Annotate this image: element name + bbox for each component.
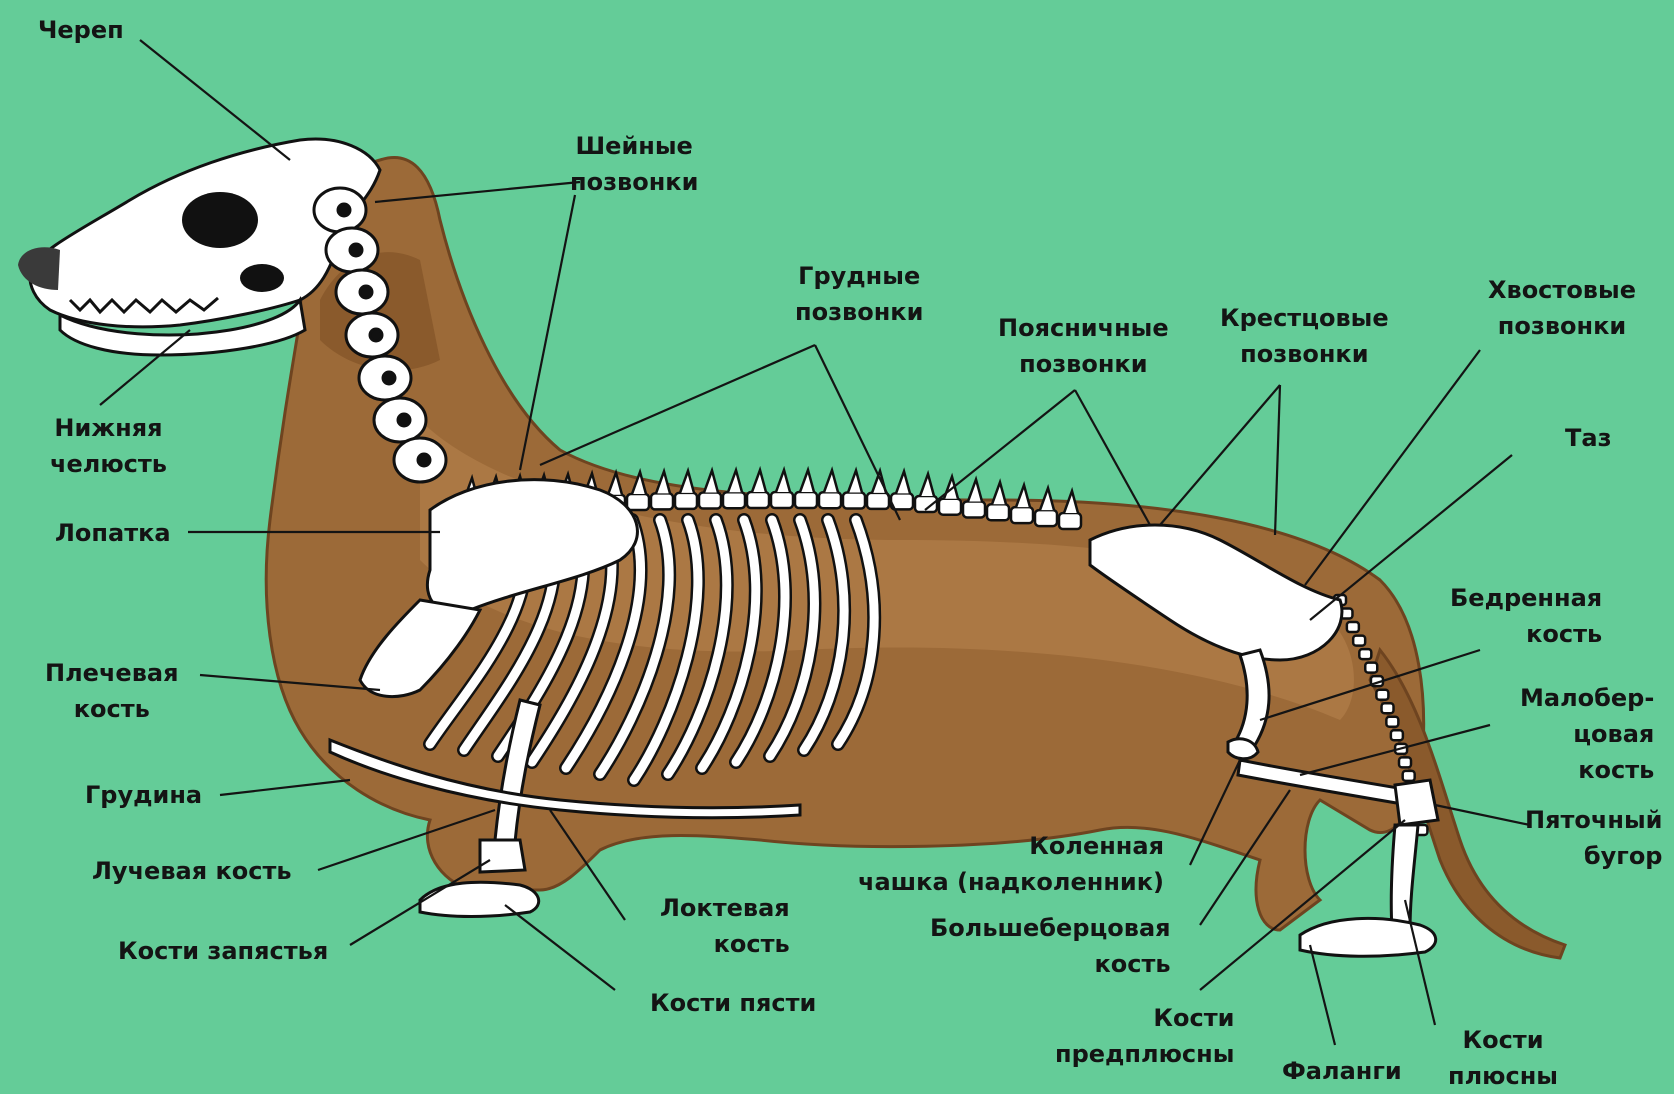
vertebra-body — [627, 494, 649, 510]
vertebra-body — [1011, 507, 1033, 523]
carpals-bone — [480, 840, 525, 872]
label-thoracic-vertebrae: Грудные позвонки — [795, 258, 923, 330]
vertebra-body — [675, 493, 697, 509]
vertebra-spinous-process — [896, 471, 910, 493]
vertebra-foramen — [338, 204, 350, 216]
label-carpals: Кости запястья — [118, 933, 328, 969]
leader-caudal — [1305, 350, 1480, 585]
vertebra-body — [963, 501, 985, 517]
vertebra-foramen — [383, 372, 395, 384]
leader-sacral-a — [1160, 385, 1280, 525]
vertebra-foramen — [398, 414, 410, 426]
label-phalanges: Фаланги — [1282, 1053, 1402, 1089]
label-fibula: Малобер- цовая кость — [1520, 680, 1654, 788]
vertebra-spinous-process — [872, 471, 886, 493]
leader-metacarpals — [505, 905, 615, 990]
label-sacral-vertebrae: Крестцовые позвонки — [1220, 300, 1389, 372]
vertebra-spinous-process — [992, 482, 1006, 504]
vertebra-spinous-process — [848, 471, 862, 493]
vertebra-spinous-process — [968, 479, 982, 501]
vertebra-foramen — [360, 286, 372, 298]
vertebra-foramen — [350, 244, 362, 256]
hind-paw — [1300, 918, 1436, 956]
nose — [18, 247, 60, 290]
vertebra-spinous-process — [920, 474, 934, 496]
vertebra-body — [939, 499, 961, 515]
label-scapula: Лопатка — [55, 515, 171, 551]
caudal-vertebra — [1359, 649, 1371, 659]
label-ulna: Локтевая кость — [660, 890, 790, 962]
vertebra-spinous-process — [752, 470, 766, 492]
leader-cervical-b — [520, 195, 575, 470]
vertebra-body — [651, 493, 673, 509]
vertebra-body — [843, 493, 865, 509]
leader-metatarsals — [1405, 900, 1435, 1025]
caudal-vertebra — [1399, 757, 1411, 767]
label-sternum: Грудина — [85, 777, 202, 813]
label-femur: Бедренная кость — [1450, 580, 1602, 652]
label-caudal-vertebrae: Хвостовые позвонки — [1488, 272, 1636, 344]
label-mandible: Нижняя челюсть — [50, 410, 167, 482]
vertebra-body — [819, 492, 841, 508]
label-metacarpals: Кости пясти — [650, 985, 816, 1021]
label-metatarsals: Кости плюсны — [1448, 1022, 1558, 1094]
caudal-vertebra — [1353, 636, 1365, 646]
vertebra-body — [723, 492, 745, 508]
vertebra-spinous-process — [680, 471, 694, 493]
label-skull: Череп — [38, 12, 124, 48]
label-calcaneal-tuber: Пяточный бугор — [1525, 802, 1662, 874]
metatarsals-bone — [1391, 825, 1418, 930]
vertebra-body — [795, 492, 817, 508]
label-pelvis: Таз — [1565, 420, 1612, 456]
label-lumbar-vertebrae: Поясничные позвонки — [998, 310, 1169, 382]
vertebra-spinous-process — [776, 470, 790, 492]
leader-thoracic-a — [540, 345, 815, 465]
vertebra-body — [1059, 513, 1081, 529]
vertebra-spinous-process — [800, 470, 814, 492]
eye-socket — [182, 192, 258, 248]
caudal-vertebra — [1391, 730, 1403, 740]
skull-fenestra — [240, 264, 284, 292]
leader-sacral-b — [1275, 385, 1280, 535]
front-paw — [420, 882, 539, 916]
leader-skull — [140, 40, 290, 160]
vertebra-spinous-process — [704, 471, 718, 493]
vertebra-foramen — [418, 454, 430, 466]
caudal-vertebra — [1347, 622, 1359, 632]
label-tarsals: Кости предплюсны — [1055, 1000, 1234, 1072]
vertebra-body — [747, 492, 769, 508]
vertebra-body — [771, 492, 793, 508]
label-radius: Лучевая кость — [92, 853, 292, 889]
vertebra-body — [1035, 510, 1057, 526]
vertebra-body — [699, 493, 721, 509]
leader-sternum — [220, 780, 350, 795]
vertebra-spinous-process — [944, 477, 958, 499]
vertebra-spinous-process — [728, 470, 742, 492]
caudal-vertebra — [1403, 771, 1415, 781]
caudal-vertebra — [1386, 717, 1398, 727]
vertebra-foramen — [370, 329, 382, 341]
vertebra-body — [867, 493, 889, 509]
caudal-vertebra — [1376, 690, 1388, 700]
leader-phalanges — [1310, 945, 1335, 1045]
vertebra-body — [987, 504, 1009, 520]
label-tibia: Большеберцовая кость — [930, 910, 1171, 982]
vertebra-spinous-process — [1016, 485, 1030, 507]
vertebra-spinous-process — [824, 470, 838, 492]
caudal-vertebra — [1365, 663, 1377, 673]
label-humerus: Плечевая кость — [45, 655, 179, 727]
label-cervical-vertebrae: Шейные позвонки — [570, 128, 698, 200]
label-patella: Коленная чашка (надколенник) — [858, 828, 1164, 900]
caudal-vertebra — [1382, 703, 1394, 713]
tarsals-bone — [1395, 780, 1438, 825]
